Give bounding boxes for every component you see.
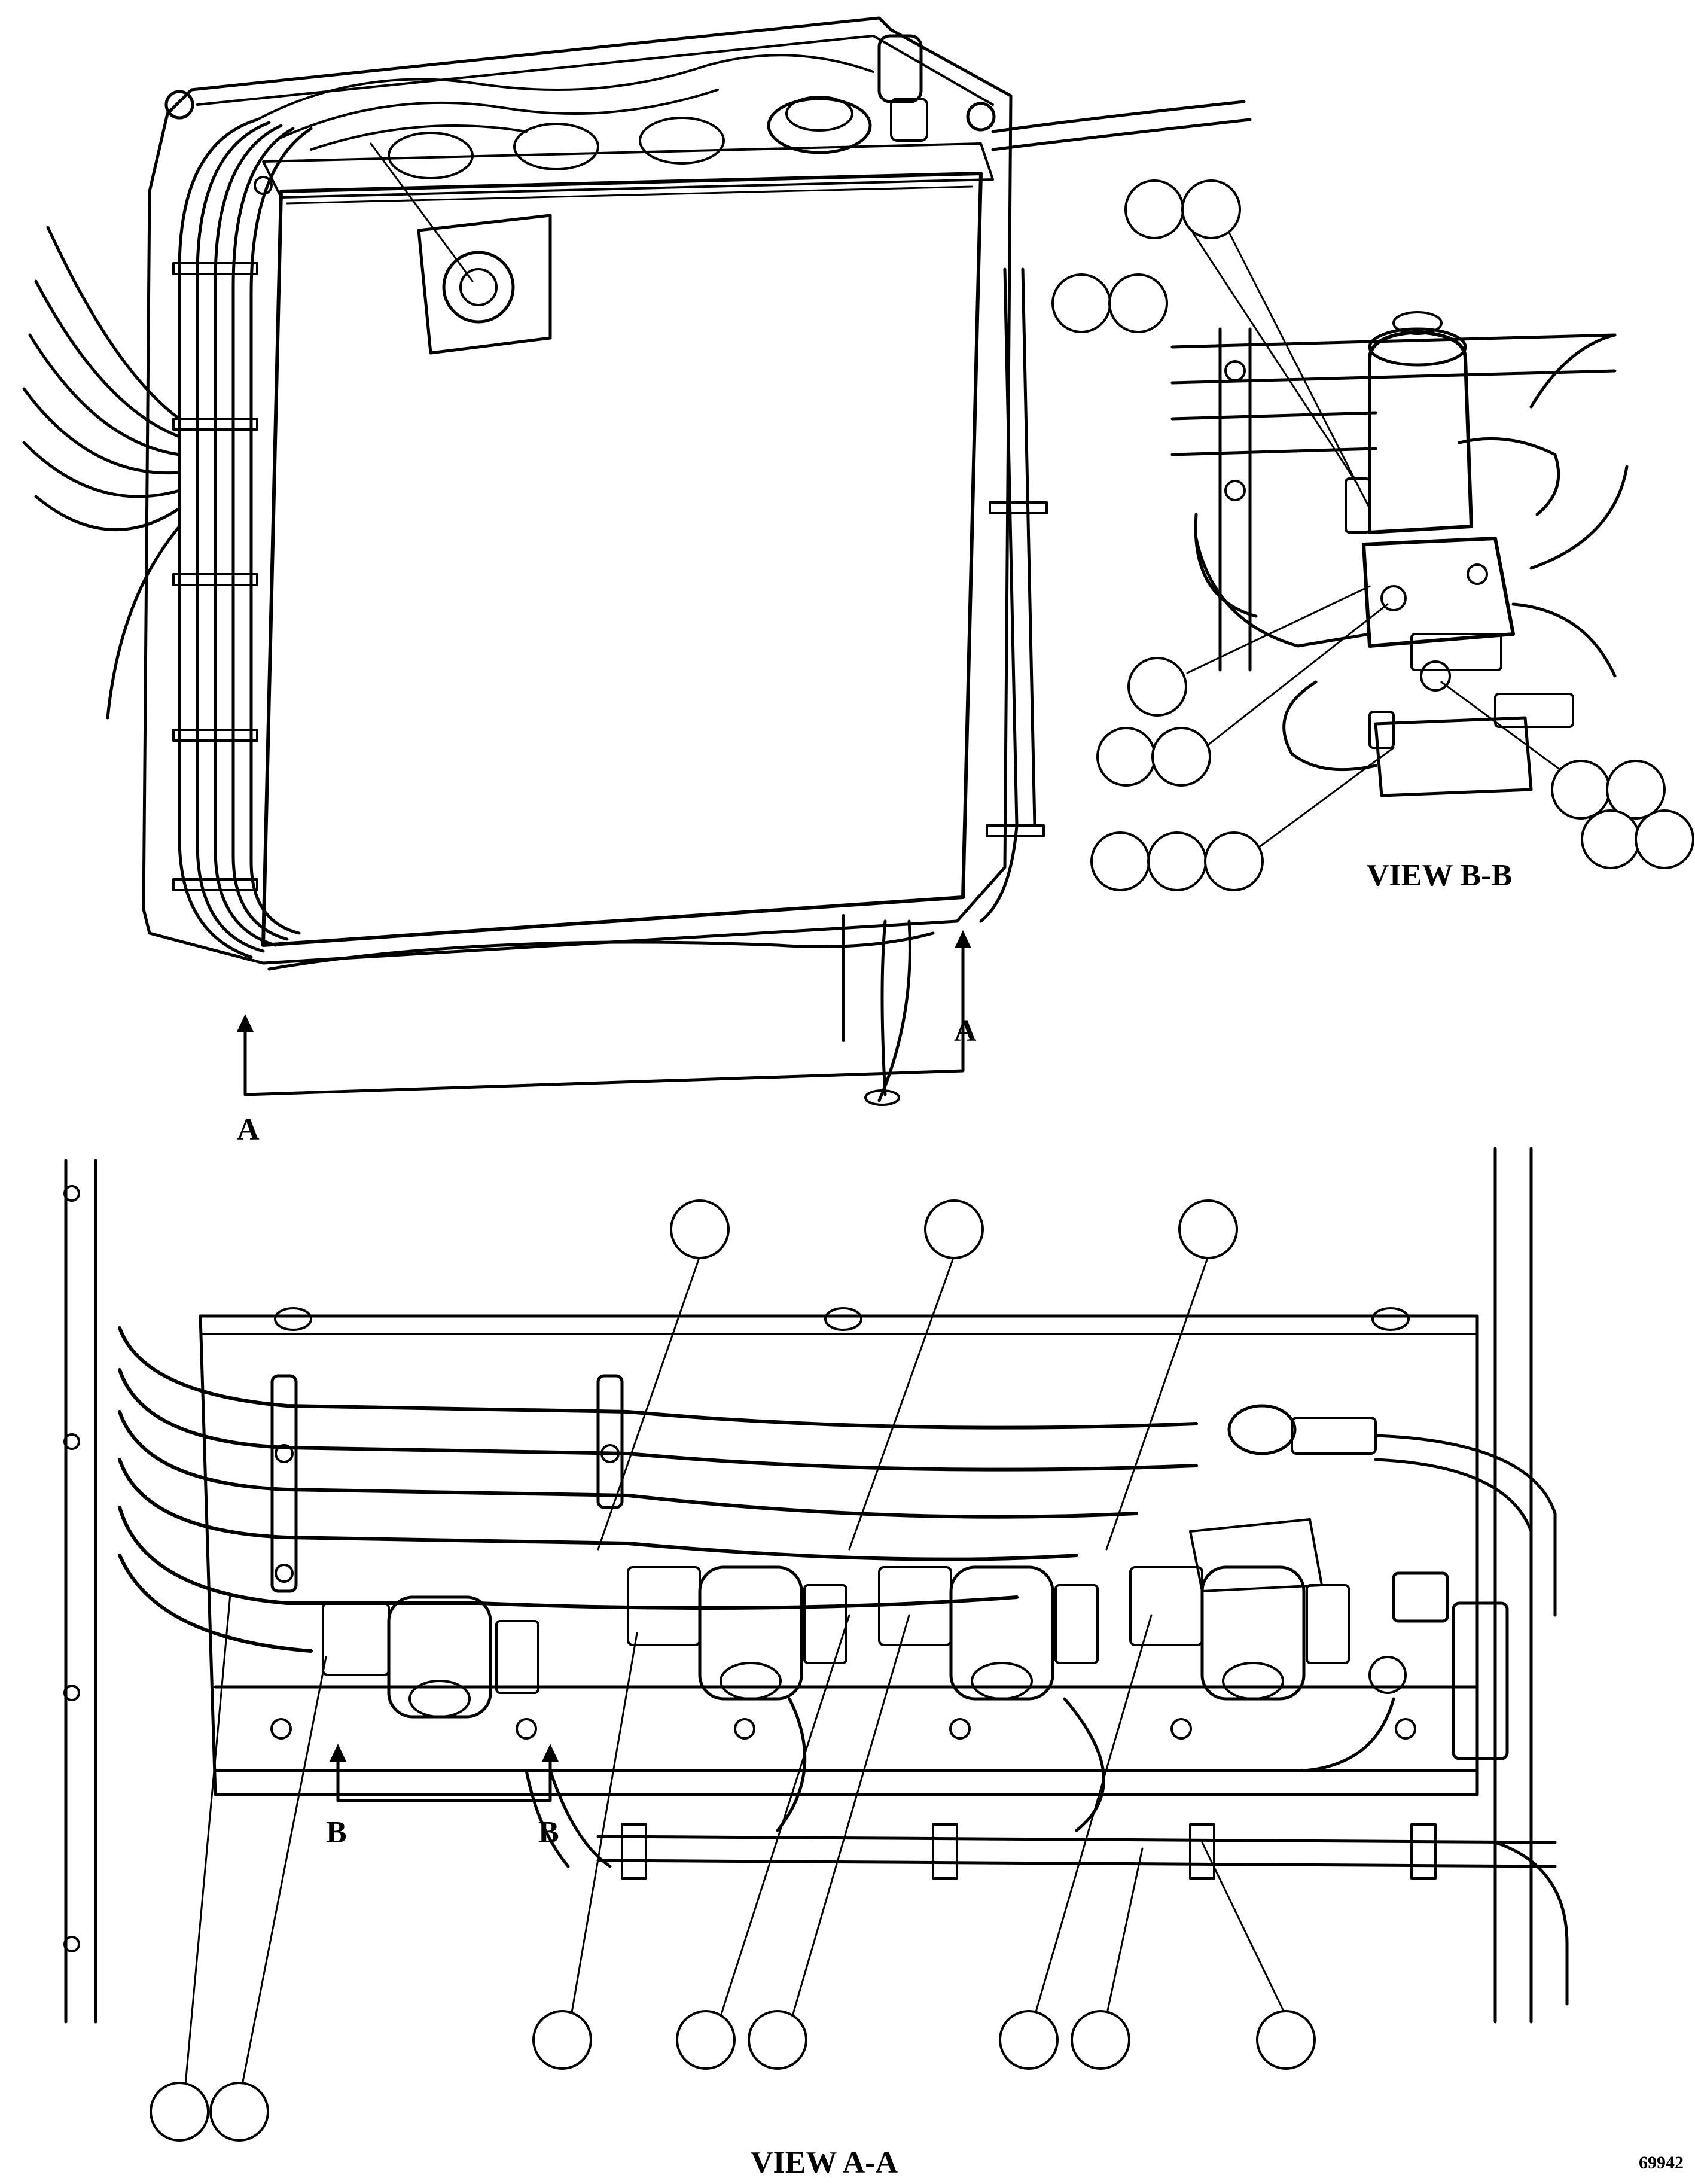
- callout-balloon: [1606, 760, 1666, 820]
- callout-balloon: [1635, 809, 1694, 869]
- callout-balloon: [1147, 831, 1207, 891]
- callout-balloon: [999, 2010, 1059, 2070]
- callout-balloon: [532, 2010, 592, 2070]
- section-arrow-b-left: [330, 1744, 346, 1762]
- callout-balloon: [209, 2082, 269, 2142]
- view-a-a: B B VIEW A-A: [63, 1147, 1569, 2180]
- valve-assembly-2: [627, 1565, 847, 1701]
- view-b-b: VIEW B-B: [1051, 179, 1694, 893]
- callout-balloon: [1108, 273, 1168, 333]
- callout-balloon: [1178, 1199, 1238, 1259]
- callout-balloon: [1124, 179, 1184, 239]
- section-arrow-a-left: [237, 1014, 254, 1032]
- tank-assembly-view: A A: [22, 16, 1252, 1147]
- section-mark-a-left: A: [237, 1113, 260, 1147]
- callout-balloon: [1051, 273, 1111, 333]
- valve-assembly-3: [878, 1565, 1099, 1701]
- callout-balloon: [1256, 2010, 1316, 2070]
- callout-balloon: [1181, 179, 1241, 239]
- figure-number: 69942: [1639, 2153, 1684, 2173]
- section-arrow-b-right: [542, 1744, 559, 1762]
- callout-balloon: [1096, 727, 1156, 787]
- section-arrow-a-right: [955, 930, 971, 948]
- section-mark-b-right: B: [538, 1816, 559, 1850]
- callout-balloon: [1581, 809, 1641, 869]
- section-mark-b-left: B: [326, 1816, 347, 1850]
- callout-balloon: [1151, 727, 1211, 787]
- valve-assembly-1: [322, 1595, 539, 1719]
- view-b-b-caption: VIEW B-B: [1367, 858, 1512, 893]
- callout-balloon: [924, 1199, 984, 1259]
- callout-balloon: [150, 2082, 209, 2142]
- callout-balloon: [748, 2010, 807, 2070]
- callout-balloon: [676, 2010, 736, 2070]
- callout-balloon: [1071, 2010, 1130, 2070]
- callout-balloon: [670, 1199, 730, 1259]
- view-a-a-caption: VIEW A-A: [751, 2146, 898, 2180]
- section-mark-a-right: A: [954, 1014, 977, 1048]
- valve-assembly-4: [1129, 1518, 1350, 1701]
- callout-balloon: [1090, 831, 1150, 891]
- callout-balloon: [1127, 657, 1187, 717]
- callout-balloon: [1551, 760, 1611, 820]
- callout-balloon: [1204, 831, 1264, 891]
